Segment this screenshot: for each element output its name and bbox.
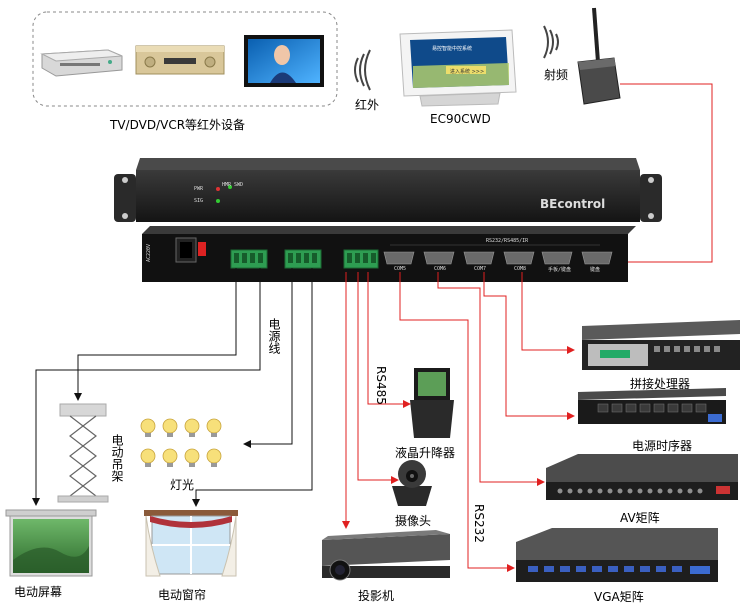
rf-label: 射频 bbox=[544, 68, 569, 82]
splice-processor-device bbox=[582, 320, 740, 370]
com5-label: COM5 bbox=[394, 266, 407, 272]
av-matrix-device bbox=[546, 454, 738, 500]
electric-screen-label: 电动屏幕 bbox=[14, 585, 63, 599]
electric-hanger-device bbox=[57, 403, 109, 503]
host-brand-label: BEcontrol bbox=[540, 197, 606, 211]
receiver-device bbox=[135, 45, 225, 75]
touch-panel-device bbox=[399, 29, 517, 107]
led-sig-label: SIG bbox=[194, 198, 204, 204]
projector-label: 投影机 bbox=[358, 589, 395, 603]
vga-matrix-device bbox=[516, 528, 718, 582]
vga-matrix-label: VGA矩阵 bbox=[594, 590, 644, 604]
power-sequencer-label: 电源时序器 bbox=[632, 439, 693, 453]
ptz-camera-device bbox=[392, 460, 432, 506]
electric-hanger-label: 电动吊架 bbox=[110, 434, 124, 482]
keyboard-port-label: 键盘 bbox=[590, 267, 601, 273]
television-device bbox=[244, 35, 324, 87]
power-line-label: 电源线 bbox=[267, 318, 281, 354]
power-sequencer-device bbox=[578, 388, 726, 424]
ir-devices-group-border bbox=[32, 11, 338, 107]
electric-screen-device bbox=[5, 509, 97, 577]
panel-model-label: EC90CWD bbox=[430, 112, 491, 126]
panel-screen-button: 进入系统 >>> bbox=[450, 69, 485, 75]
lcd-lift-label: 液晶升降器 bbox=[395, 446, 456, 460]
rear-ports-label: RS232/RS485/IR bbox=[486, 238, 529, 244]
dvd-player-device bbox=[40, 49, 123, 77]
rs485-label: RS485 bbox=[374, 366, 388, 405]
control-lines bbox=[342, 272, 575, 572]
keypad-port-label: 手板/键盘 bbox=[548, 267, 572, 273]
com8-label: COM8 bbox=[514, 266, 527, 272]
lcd-lifter-device bbox=[410, 368, 454, 438]
panel-screen-title: 易控智能中控系统 bbox=[432, 46, 473, 52]
ir-signal-icon bbox=[354, 49, 371, 91]
electric-curtain-device bbox=[144, 510, 238, 577]
led-hmr-label: HMR SWD bbox=[222, 182, 244, 188]
av-matrix-label: AV矩阵 bbox=[620, 511, 660, 525]
rs232-label: RS232 bbox=[472, 504, 486, 543]
host-front-panel bbox=[114, 158, 662, 222]
rf-signal-icon bbox=[543, 25, 559, 59]
tv-devices-label: TV/DVD/VCR等红外设备 bbox=[110, 118, 246, 132]
lights-device bbox=[140, 418, 222, 467]
lights-label: 灯光 bbox=[170, 478, 195, 492]
splice-processor-label: 拼接处理器 bbox=[630, 377, 691, 391]
host-rear-panel bbox=[142, 226, 636, 282]
power-lines bbox=[32, 268, 313, 507]
electric-curtain-label: 电动窗帘 bbox=[158, 588, 207, 602]
projector-device bbox=[322, 530, 450, 581]
led-pwr-label: PWR bbox=[194, 186, 204, 192]
rf-link-line bbox=[611, 83, 713, 266]
power-input-label: AC220V bbox=[146, 243, 152, 262]
com7-label: COM7 bbox=[474, 266, 487, 272]
camera-label: 摄像头 bbox=[395, 514, 432, 528]
com6-label: COM6 bbox=[434, 266, 447, 272]
rf-transceiver-device bbox=[577, 7, 621, 105]
ir-label: 红外 bbox=[355, 98, 380, 112]
